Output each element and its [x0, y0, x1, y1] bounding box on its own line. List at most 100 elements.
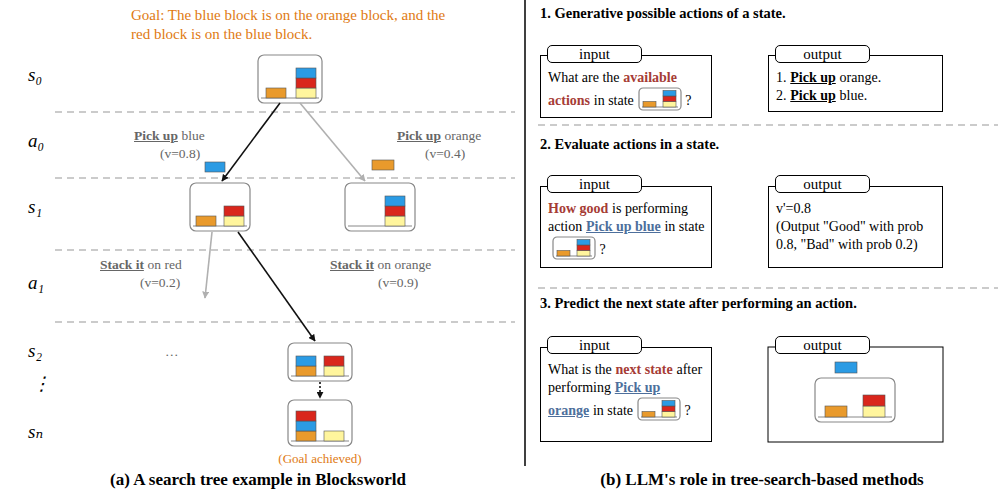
block	[324, 366, 344, 376]
label-group: a₀	[28, 130, 44, 152]
label: on red	[148, 257, 182, 272]
node-text: What are theavailable actionsin state?	[548, 69, 705, 111]
section-heading: 3. Predict the next state after performi…	[540, 295, 857, 311]
box-text: blue.	[840, 88, 868, 103]
label-group: Pick up orange	[397, 126, 481, 144]
label: Stack it	[100, 257, 144, 272]
state-box	[815, 378, 895, 422]
state-outline	[258, 55, 322, 103]
state-thumbnail	[637, 397, 681, 421]
block	[205, 162, 225, 172]
state-outline	[553, 237, 595, 259]
block	[296, 68, 316, 78]
output-box	[768, 347, 943, 442]
block	[296, 366, 316, 376]
state-box	[190, 183, 250, 231]
tab-label: output	[775, 336, 870, 354]
node-text: How goodis performing actionPick up blue…	[548, 200, 705, 260]
box-text: How good	[548, 201, 608, 216]
box-text: ?	[600, 242, 606, 257]
state-box	[288, 400, 352, 446]
output-box: v'=0.8 (Output "Good" with prob 0.8, "Bad…	[768, 186, 943, 268]
label: (v=0.4)	[425, 146, 465, 161]
state-outline	[639, 88, 681, 110]
block	[224, 216, 244, 226]
node-text: v'=0.8 (Output "Good" with prob 0.8, "Bad…	[776, 200, 936, 255]
input-box: How goodis performing actionPick up blue…	[540, 186, 712, 268]
state-box	[639, 88, 681, 110]
block	[196, 216, 216, 226]
tab-text: input	[579, 46, 610, 62]
section-separator	[538, 287, 998, 289]
label: on orange	[378, 257, 432, 272]
label: (Goal achieved)	[278, 451, 361, 466]
label-group: Goal: The blue block is on the orange bl…	[131, 6, 449, 44]
tree-arrow	[300, 103, 365, 181]
label-group: (v=0.2)	[140, 273, 180, 291]
section-heading: 2. Evaluate actions in a state.	[540, 136, 719, 152]
level-label: sₙ	[28, 421, 43, 442]
block	[663, 91, 676, 97]
tree-arrow	[238, 232, 315, 341]
block	[662, 412, 675, 418]
panel-divider	[524, 0, 526, 466]
block	[324, 356, 344, 366]
box-text: in state	[594, 93, 634, 108]
label: Pick up	[397, 128, 441, 143]
block	[577, 240, 590, 246]
label-group: (b) LLM's role in tree-search-based meth…	[600, 470, 923, 490]
block	[557, 251, 570, 257]
label-group: 3. Predict the next state after performi…	[540, 294, 857, 312]
block	[662, 401, 675, 407]
label-group: sₙ	[28, 420, 43, 443]
block	[296, 88, 316, 98]
block	[266, 88, 286, 98]
box-text: Pick up blue	[586, 219, 661, 234]
box-text: What are the	[548, 70, 620, 85]
caption: (b) LLM's role in tree-search-based meth…	[600, 470, 923, 489]
box-text: (Output "Good" with prob 0.8, "Bad" with…	[776, 219, 923, 252]
state-box	[288, 343, 352, 381]
caption: (a) A search tree example in Blocksworld	[110, 470, 406, 489]
node-text: output	[803, 46, 841, 62]
section-heading: 1. Generative possible actions of a stat…	[540, 5, 786, 21]
level-label: s₁	[28, 196, 42, 217]
block	[296, 356, 316, 366]
level-label: ⋮	[32, 373, 51, 394]
level-label: a₀	[28, 130, 44, 151]
input-box: What are theavailable actionsin state?	[540, 55, 712, 118]
label-group: (a) A search tree example in Blocksworld	[110, 470, 406, 490]
state-outline	[190, 183, 250, 231]
level-label: s₂	[28, 340, 42, 361]
label-group: s₂	[28, 340, 42, 362]
label-group: a₁	[28, 272, 44, 294]
box-text: v'=0.8	[776, 201, 811, 216]
input-box: What is thenext stateafter performingPic…	[540, 347, 712, 442]
tab-label: input	[547, 45, 642, 63]
label-group: (v=0.8)	[160, 144, 200, 162]
node-text: input	[579, 46, 610, 62]
state-thumbnail	[552, 236, 596, 260]
block	[296, 411, 316, 421]
tab-label: output	[775, 175, 870, 193]
block	[224, 206, 244, 216]
label-group: s₁	[28, 196, 42, 218]
label-group: Pick upblue	[134, 126, 205, 144]
block	[863, 406, 885, 417]
block	[385, 196, 405, 206]
label: orange	[445, 128, 482, 143]
box-text: in state	[593, 403, 633, 418]
state-outline	[345, 183, 415, 231]
block	[296, 421, 316, 431]
block	[296, 431, 316, 441]
label-group: (v=0.4)	[425, 144, 465, 162]
state-box	[258, 55, 322, 103]
node-text: output	[803, 176, 841, 192]
tab-text: output	[803, 337, 841, 353]
tab-text: input	[579, 337, 610, 353]
label-group: Stack it on red	[100, 255, 182, 273]
block	[296, 78, 316, 88]
box-text: Pick up	[790, 70, 836, 85]
block	[577, 245, 590, 251]
